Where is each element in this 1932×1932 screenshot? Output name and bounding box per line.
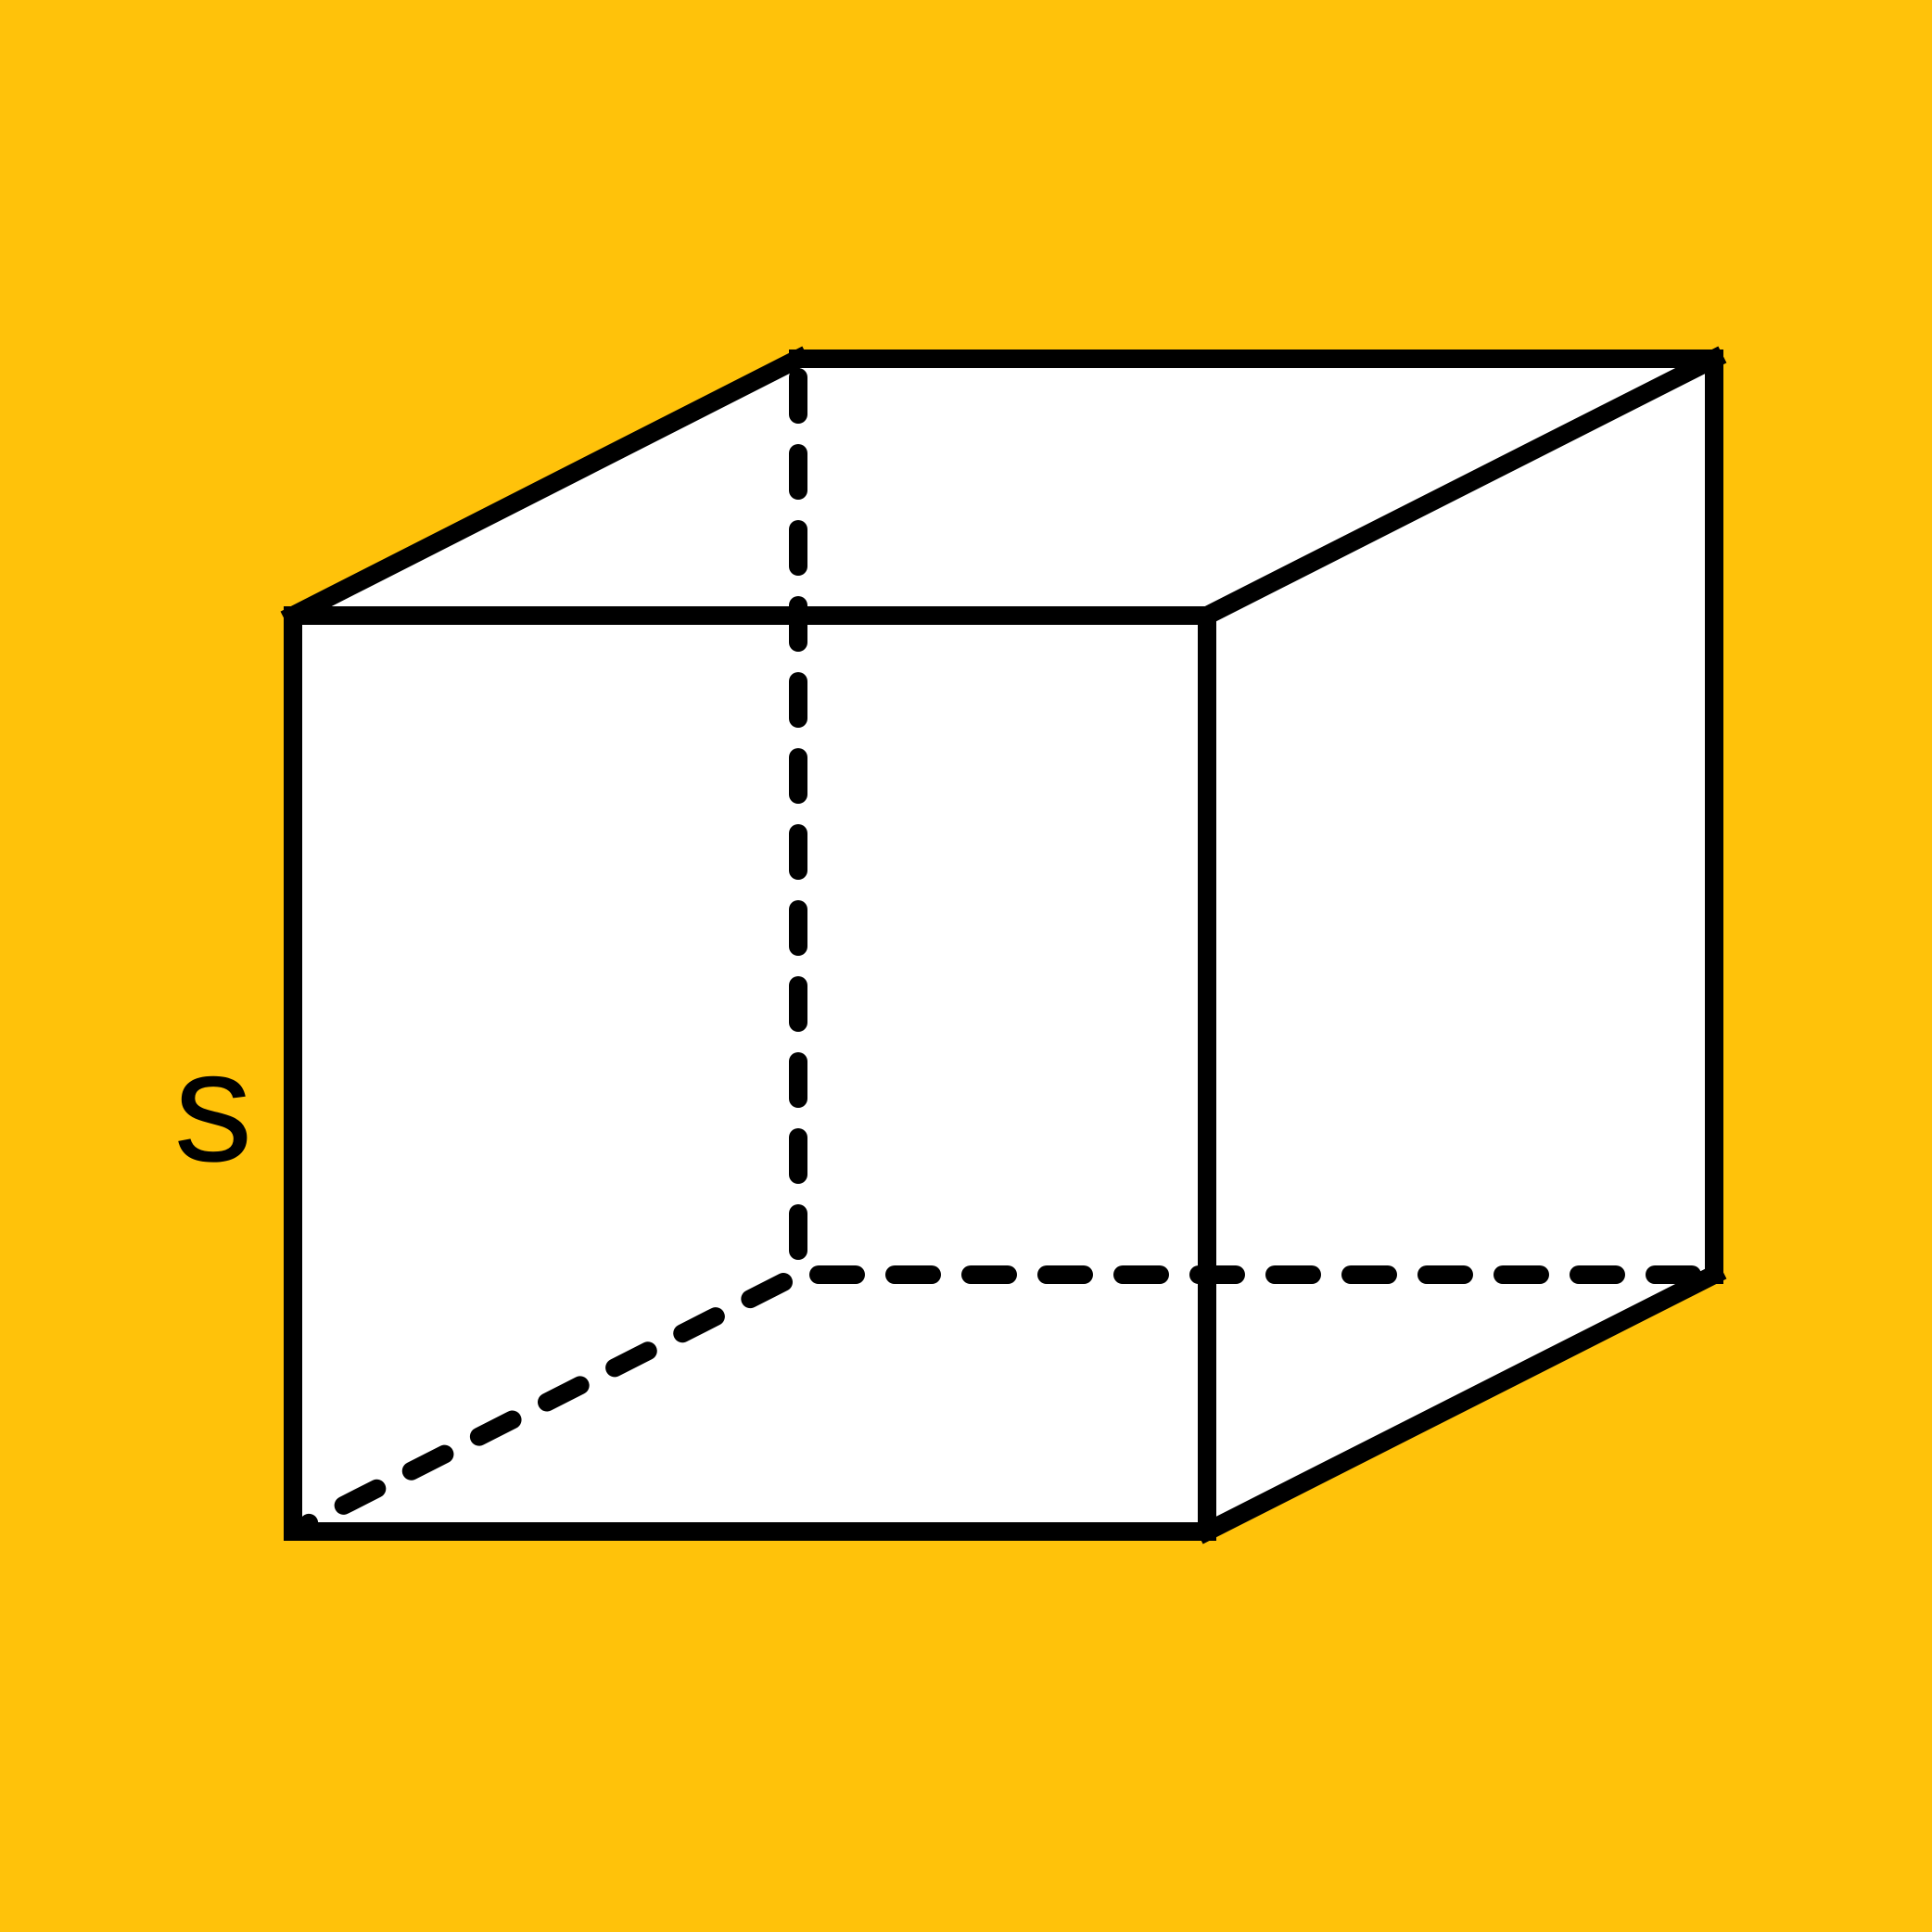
cube-bottom-right-depth-edge <box>1194 1262 1727 1544</box>
cube-hidden-edges <box>299 368 1705 1532</box>
cube-top-right-depth-edge <box>1194 346 1727 629</box>
cube-top-face-fill <box>293 359 1714 616</box>
cube-visible-edges <box>280 346 1727 1544</box>
side-length-label: s <box>174 1019 253 1195</box>
cube-top-left-depth-edge <box>280 346 811 629</box>
cube-right-face-fill <box>1207 359 1714 1532</box>
hidden-edge-depth <box>299 1273 793 1532</box>
cube-front-face-fill <box>293 616 1207 1532</box>
